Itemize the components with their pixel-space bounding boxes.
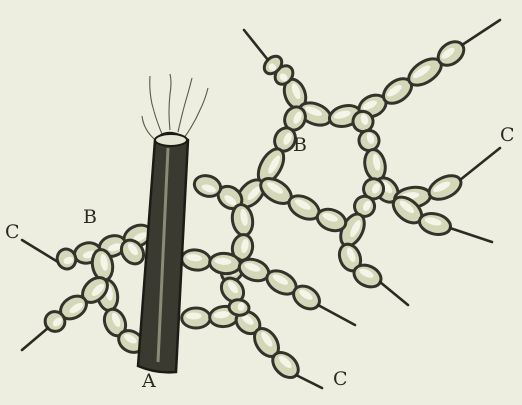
label-joint-B-left: B xyxy=(83,208,97,227)
label-stem-A: A xyxy=(142,372,156,391)
label-tip-C-bottom: C xyxy=(333,370,348,389)
label-tip-C-left: C xyxy=(5,223,20,242)
stem-top xyxy=(155,134,187,146)
label-tip-C-right: C xyxy=(500,126,515,145)
cell-highlight xyxy=(186,313,202,320)
label-joint-B-upper: B xyxy=(293,136,307,155)
